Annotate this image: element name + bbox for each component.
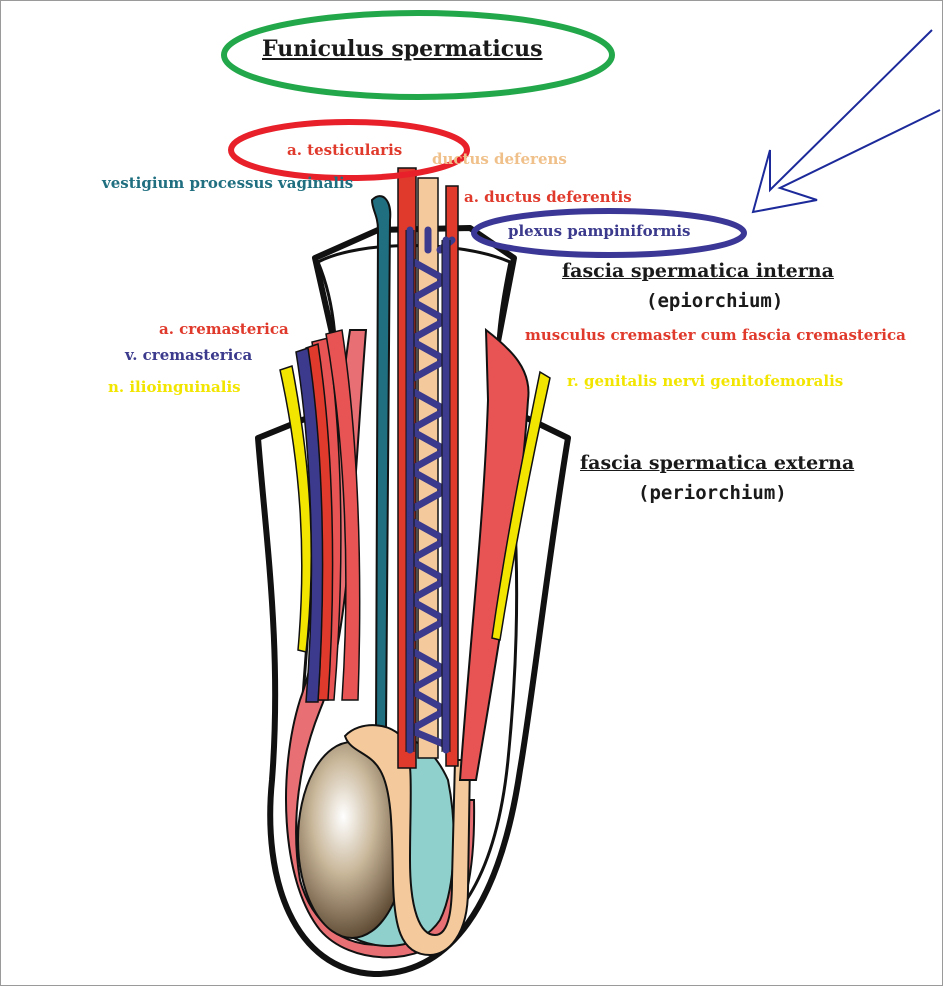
label-ductus-deferens: ductus deferens <box>432 150 567 168</box>
label-periorchium: (periorchium) <box>638 484 787 502</box>
label-musculus-cremaster: musculus cremaster cum fascia cremasteri… <box>525 326 906 344</box>
label-fascia-externa: fascia spermatica externa <box>580 454 854 472</box>
label-r-genitalis: r. genitalis nervi genitofemoralis <box>567 372 843 390</box>
label-a-ductus-deferentis: a. ductus deferentis <box>464 188 632 206</box>
label-epiorchium: (epiorchium) <box>646 292 783 310</box>
label-n-ilioinguinalis: n. ilioinguinalis <box>108 378 241 396</box>
label-a-cremasterica: a. cremasterica <box>159 320 289 338</box>
label-plexus: plexus pampiniformis <box>508 222 691 240</box>
pointer-arrow <box>753 30 940 212</box>
label-fascia-interna: fascia spermatica interna <box>562 262 834 280</box>
label-v-cremasterica: v. cremasterica <box>125 346 252 364</box>
diagram-title: Funiculus spermaticus <box>262 40 543 58</box>
label-vestigium: vestigium processus vaginalis <box>102 174 353 192</box>
label-a-testicularis: a. testicularis <box>287 141 402 159</box>
